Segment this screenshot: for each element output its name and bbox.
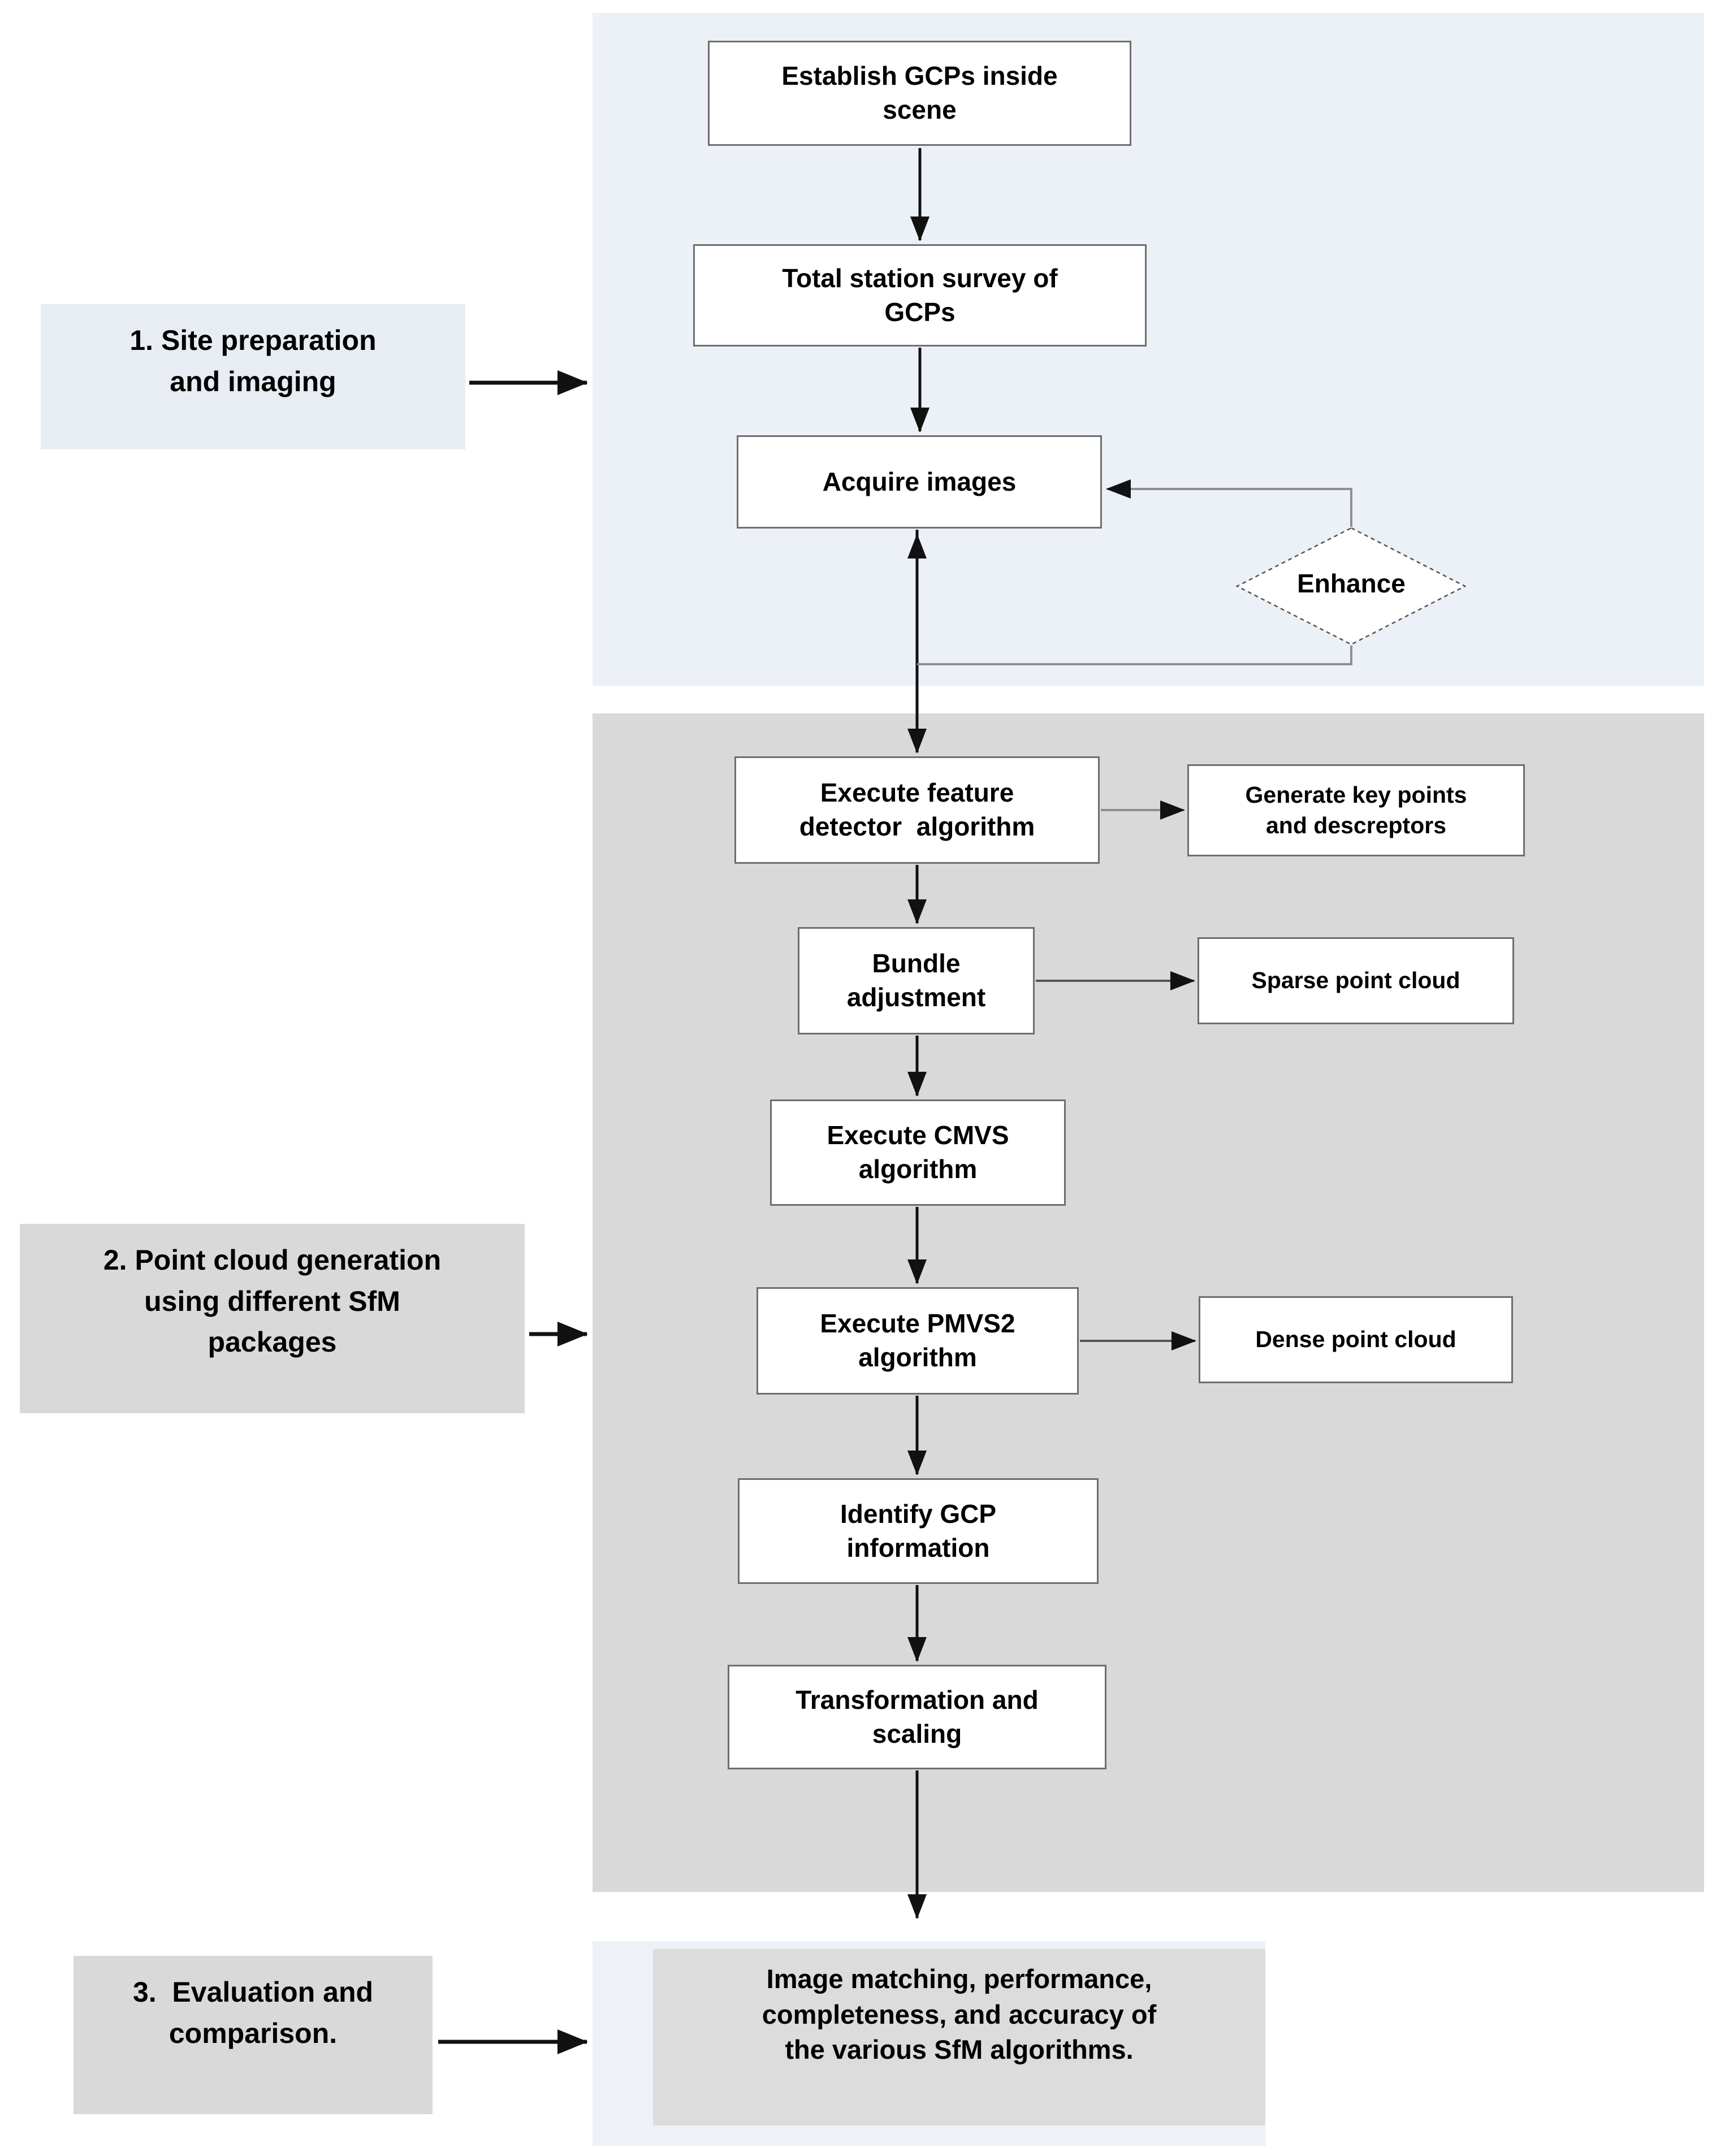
node-generate-keypoints: Generate key points and descreptors	[1187, 764, 1525, 856]
evaluation-output-box: Image matching, performance, completenes…	[653, 1949, 1265, 2125]
node-acquire-images: Acquire images	[737, 435, 1102, 529]
node-execute-cmvs: Execute CMVS algorithm	[770, 1099, 1066, 1206]
node-dense-point-cloud-label: Dense point cloud	[1255, 1326, 1456, 1353]
stage-1-text: 1. Site preparation and imaging	[129, 324, 377, 397]
node-feature-detector: Execute feature detector algorithm	[734, 756, 1100, 864]
node-identify-gcp-information: Identify GCP information	[738, 1478, 1099, 1584]
node-bundle-adjustment: Bundle adjustment	[798, 927, 1035, 1034]
node-bundle-adjustment-label: Bundle adjustment	[846, 949, 986, 1012]
node-execute-pmvs2-label: Execute PMVS2 algorithm	[820, 1309, 1015, 1372]
node-acquire-images-label: Acquire images	[822, 466, 1017, 496]
stage-label-evaluation-comparison: 3. Evaluation and comparison.	[74, 1956, 433, 2114]
node-sparse-point-cloud-label: Sparse point cloud	[1251, 967, 1460, 994]
node-generate-keypoints-label: Generate key points and descreptors	[1245, 782, 1467, 838]
enhance-decision-diamond	[1235, 527, 1467, 646]
stage-label-point-cloud-generation: 2. Point cloud generation using differen…	[20, 1224, 525, 1413]
node-establish-gcps: Establish GCPs inside scene	[708, 41, 1131, 146]
enhance-diamond-label: Enhance	[1266, 568, 1436, 599]
node-transformation-scaling: Transformation and scaling	[728, 1665, 1106, 1769]
node-identify-gcp-information-label: Identify GCP information	[840, 1499, 997, 1562]
stage-label-site-preparation: 1. Site preparation and imaging	[41, 304, 465, 449]
node-feature-detector-label: Execute feature detector algorithm	[799, 778, 1035, 841]
stage-3-text: 3. Evaluation and comparison.	[132, 1976, 374, 2049]
node-total-station-survey-label: Total station survey of GCPs	[782, 263, 1058, 327]
evaluation-output-text: Image matching, performance, completenes…	[762, 1964, 1157, 2064]
stage-2-text: 2. Point cloud generation using differen…	[103, 1244, 442, 1358]
node-total-station-survey: Total station survey of GCPs	[693, 244, 1147, 347]
node-transformation-scaling-label: Transformation and scaling	[796, 1685, 1039, 1748]
node-execute-pmvs2: Execute PMVS2 algorithm	[756, 1287, 1079, 1395]
node-dense-point-cloud: Dense point cloud	[1199, 1296, 1513, 1383]
enhance-text: Enhance	[1297, 569, 1406, 598]
node-execute-cmvs-label: Execute CMVS algorithm	[827, 1120, 1009, 1184]
node-establish-gcps-label: Establish GCPs inside scene	[781, 61, 1058, 124]
node-sparse-point-cloud: Sparse point cloud	[1197, 937, 1514, 1024]
